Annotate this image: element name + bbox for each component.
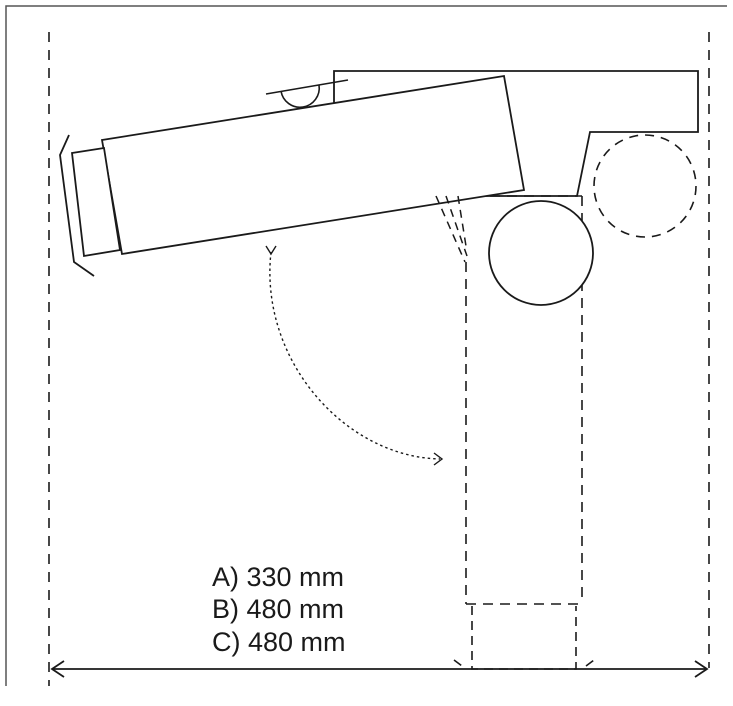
tube-top-bar [265, 79, 349, 95]
tube-knob [280, 84, 321, 108]
lowered-tube-nozzle [453, 606, 595, 670]
frame-border [5, 5, 727, 686]
swing-arrow-tail [265, 245, 277, 256]
tilted-tube [59, 74, 526, 277]
swing-guide-lines [435, 195, 468, 263]
dimension-c-label: C) 480 mm [212, 627, 346, 657]
dimension-b-label: B) 480 mm [212, 594, 345, 624]
width-dimension-arrow [50, 660, 709, 678]
tube-nozzle [71, 146, 122, 258]
folded-position-circle [593, 134, 697, 238]
dimension-a-label: A) 330 mm [212, 562, 345, 592]
swing-arrow [269, 251, 441, 460]
swing-arrow-head [433, 452, 444, 466]
tube-end-cap [59, 134, 95, 277]
reel-circle [488, 200, 594, 306]
